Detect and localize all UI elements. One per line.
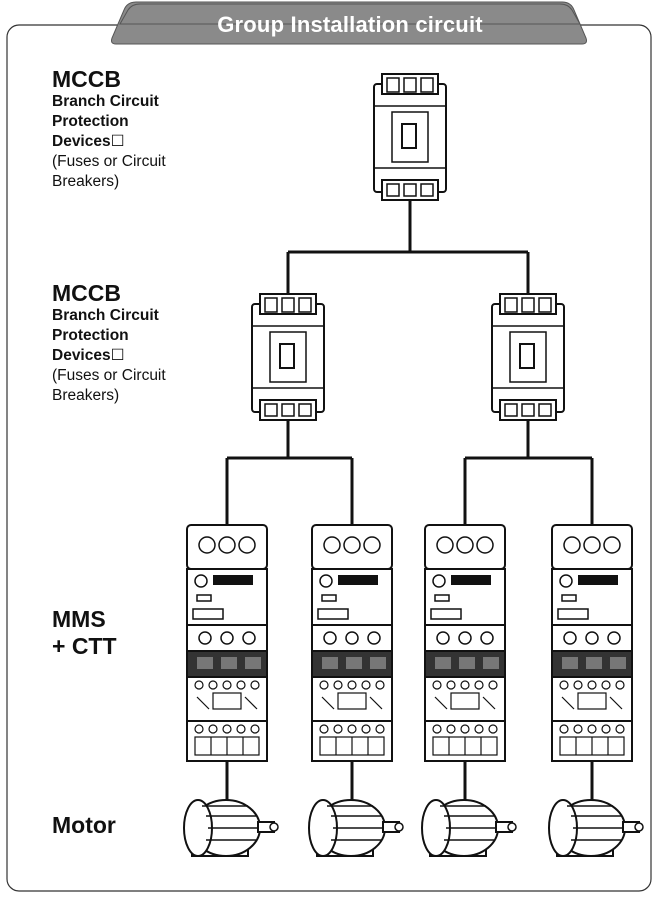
mccb-top [373, 73, 447, 201]
wiring [225, 192, 594, 800]
title-banner [111, 1, 587, 45]
label-mccb-branch-note1: (Fuses or Circuit [52, 367, 166, 384]
label-mccb-main-line2: Protection [52, 113, 129, 130]
label-mccb-branch-note2: Breakers) [52, 387, 120, 404]
diagram-title: Group Installation circuit [217, 12, 483, 37]
motor-2 [308, 799, 404, 857]
motor-4 [548, 799, 644, 857]
mms-unit-1 [186, 524, 268, 762]
label-mccb-branch-name: MCCB [52, 280, 121, 306]
label-mccb-branch: MCCB Branch Circuit Protection Devices☐ … [52, 280, 166, 406]
label-motor: Motor [52, 812, 116, 838]
mms-unit-3 [424, 524, 506, 762]
label-mccb-main-name: MCCB [52, 66, 121, 92]
label-mccb-main: MCCB Branch Circuit Protection Devices☐ … [52, 66, 166, 192]
mms-unit-2 [311, 524, 393, 762]
label-mccb-main-line1: Branch Circuit [52, 93, 159, 110]
mccb-branch-right [491, 293, 565, 421]
motor-1 [183, 799, 279, 857]
label-mccb-branch-line3: Devices☐ [52, 347, 125, 364]
label-mccb-main-note1: (Fuses or Circuit [52, 153, 166, 170]
label-mccb-branch-line2: Protection [52, 327, 129, 344]
label-mms-line2: + CTT [52, 633, 117, 659]
mms-unit-4 [551, 524, 633, 762]
label-mms: MMS + CTT [52, 606, 117, 660]
label-mccb-main-note2: Breakers) [52, 173, 120, 190]
label-mccb-branch-line1: Branch Circuit [52, 307, 159, 324]
label-mccb-main-line3: Devices☐ [52, 133, 125, 150]
mccb-branch-left [251, 293, 325, 421]
motor-3 [421, 799, 517, 857]
label-mms-line1: MMS [52, 606, 106, 632]
